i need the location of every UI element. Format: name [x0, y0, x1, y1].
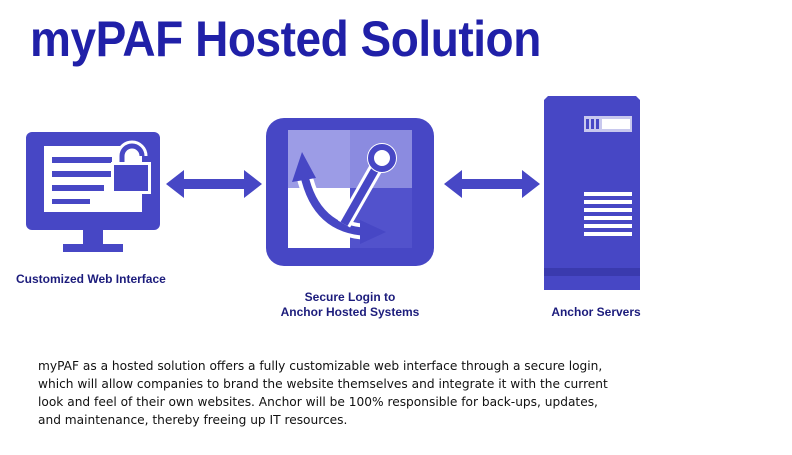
monitor-lock-icon: [26, 132, 160, 252]
double-arrow-icon: [444, 170, 540, 198]
anchor-icon: [266, 118, 434, 266]
page-title: myPAF Hosted Solution: [30, 11, 541, 67]
description-text: myPAF as a hosted solution offers a full…: [38, 359, 608, 427]
server-tower-icon: [544, 96, 640, 290]
double-arrow-icon: [166, 170, 262, 198]
secure-login-label: Secure Login to Anchor Hosted Systems: [280, 290, 420, 319]
servers-label: Anchor Servers: [551, 305, 641, 319]
web-interface-label: Customized Web Interface: [16, 272, 166, 286]
